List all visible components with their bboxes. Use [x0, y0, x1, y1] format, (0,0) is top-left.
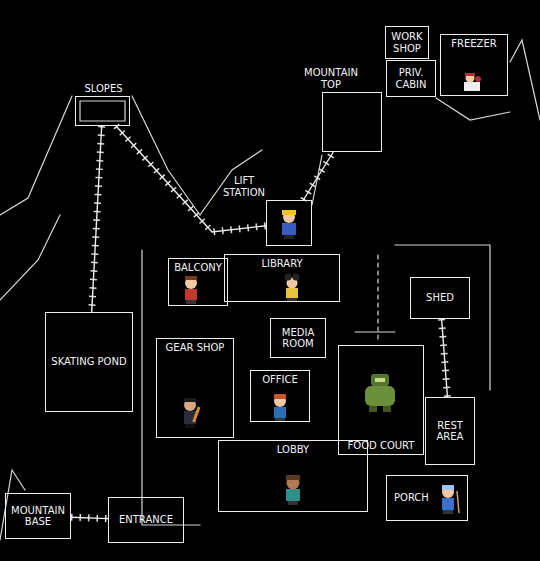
room-box: REST AREA [425, 397, 475, 465]
lift-track [92, 126, 102, 312]
lift-track [71, 517, 108, 518]
room-label: OFFICE [262, 374, 298, 386]
room-label: MOUNTAIN BASE [10, 505, 66, 528]
room-label: WORK SHOP [390, 31, 424, 54]
ladder-rungs [71, 517, 108, 518]
lift-track-group [92, 126, 102, 312]
character-icon [286, 475, 300, 505]
room-label: LIFT STATION [221, 175, 268, 198]
character-icon [365, 374, 395, 412]
right-ridge [312, 155, 322, 205]
room-box: OFFICE [250, 370, 310, 422]
room-label: BALCONY [174, 262, 222, 274]
room-box: BALCONY [168, 258, 228, 306]
room-box: ENTRANCE [108, 497, 184, 543]
room-label: REST AREA [430, 420, 470, 443]
ladder-rungs [442, 319, 448, 397]
ladder-rungs [92, 126, 102, 312]
corridor [377, 255, 378, 340]
room-box: LIBRARY [224, 254, 340, 302]
lift-track-group [303, 152, 333, 200]
lift-track [303, 152, 333, 200]
lift-track-group [442, 319, 448, 397]
room-box: MEDIA ROOM [270, 318, 326, 358]
ladder-rungs [303, 152, 333, 200]
room-box: MOUNTAIN BASE [5, 493, 71, 539]
room-label: LIBRARY [261, 258, 302, 270]
character-icon [282, 210, 296, 239]
room-box: LIFT STATION [266, 200, 312, 246]
room-label: SHED [426, 292, 454, 304]
room-label: PRIV. CABIN [391, 67, 431, 90]
slope-inner-box [80, 101, 125, 121]
character-icon [464, 73, 481, 91]
room-box: LOBBY [218, 440, 368, 512]
room-box: WORK SHOP [385, 26, 429, 59]
mountain-outline [0, 40, 540, 540]
lift-track [442, 319, 448, 397]
room-box: GEAR SHOP [156, 338, 234, 438]
room-label: MEDIA ROOM [275, 327, 321, 350]
room-label: LOBBY [277, 444, 309, 456]
room-label: GEAR SHOP [166, 342, 225, 354]
character-icon [285, 274, 300, 302]
right-ridge [436, 98, 510, 120]
character-icon [184, 398, 201, 428]
room-box: FREEZER [440, 34, 508, 96]
room-label: FREEZER [451, 38, 496, 50]
room-label: ENTRANCE [119, 514, 173, 526]
lodge-wall [142, 250, 200, 525]
lodge-wall [395, 245, 490, 390]
room-label: SLOPES [76, 83, 131, 95]
room-box: FOOD COURT [338, 345, 424, 455]
room-box: SHED [410, 277, 470, 319]
room-label: MOUNTAIN TOP [301, 67, 361, 90]
room-label: FOOD COURT [348, 440, 415, 452]
room-box: SKATING POND [45, 312, 133, 412]
character-icon [442, 485, 459, 514]
lodge-wall [355, 331, 395, 332]
room-label: PORCH [391, 492, 429, 504]
lift-track-group [71, 517, 108, 518]
character-icon [185, 276, 197, 304]
left-ridge [0, 96, 72, 215]
room-box: PORCH [386, 475, 468, 521]
character-icon [274, 394, 286, 422]
left-ridge [0, 215, 60, 300]
room-box: SLOPES [75, 96, 130, 126]
room-label: SKATING POND [51, 356, 126, 368]
room-box: PRIV. CABIN [386, 60, 436, 97]
right-ridge [510, 40, 540, 120]
room-box: MOUNTAIN TOP [322, 92, 382, 152]
